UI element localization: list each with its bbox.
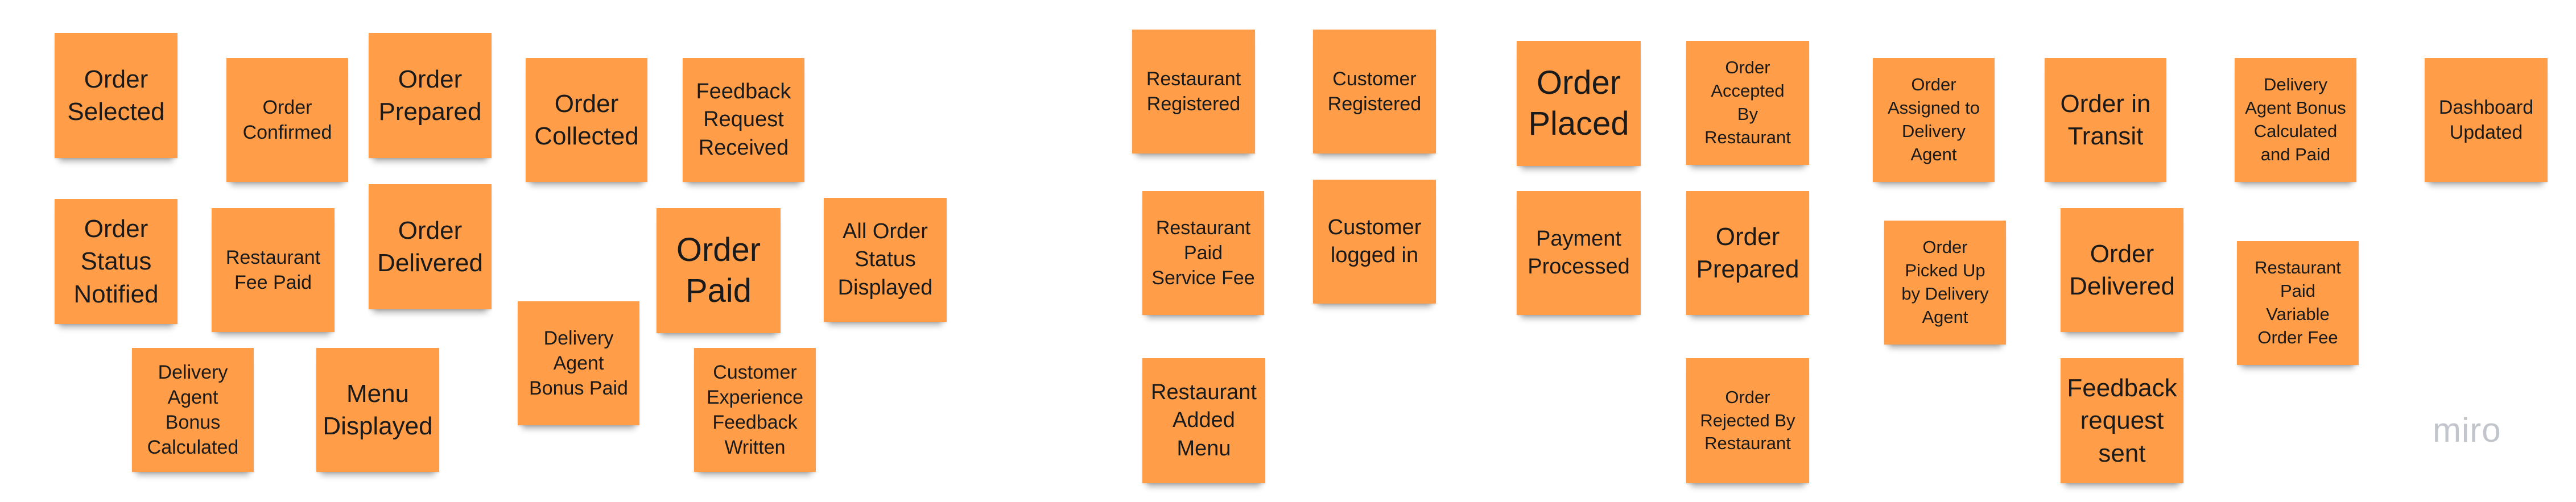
sticky-note-customer-registered[interactable]: Customer Registered xyxy=(1313,30,1436,153)
sticky-note-restaurant-fee-paid[interactable]: Restaurant Fee Paid xyxy=(212,208,335,332)
sticky-note-customer-experience-feedback-written[interactable]: Customer Experience Feedback Written xyxy=(694,348,816,472)
sticky-note-delivery-agent-bonus-calculated[interactable]: Delivery Agent Bonus Calculated xyxy=(132,348,254,472)
sticky-note-all-order-status-displayed[interactable]: All Order Status Displayed xyxy=(824,198,947,322)
sticky-note-restaurant-added-menu[interactable]: Restaurant Added Menu xyxy=(1142,358,1265,483)
sticky-note-feedback-request-sent[interactable]: Feedback request sent xyxy=(2061,358,2183,483)
sticky-note-order-picked-up-by-delivery-agent[interactable]: Order Picked Up by Delivery Agent xyxy=(1884,221,2006,345)
sticky-note-order-rejected-by-restaurant[interactable]: Order Rejected By Restaurant xyxy=(1686,358,1809,483)
sticky-note-order-assigned-to-delivery-agent[interactable]: Order Assigned to Delivery Agent xyxy=(1873,58,1995,182)
sticky-note-order-confirmed[interactable]: Order Confirmed xyxy=(226,58,348,182)
sticky-note-order-prepared[interactable]: Order Prepared xyxy=(369,33,492,158)
sticky-note-customer-logged-in[interactable]: Customer logged in xyxy=(1313,180,1436,304)
sticky-note-order-collected[interactable]: Order Collected xyxy=(526,58,647,182)
sticky-note-order-accepted-by-restaurant[interactable]: Order Accepted By Restaurant xyxy=(1686,41,1809,165)
sticky-note-menu-displayed[interactable]: Menu Displayed xyxy=(316,348,439,472)
sticky-note-dashboard-updated[interactable]: Dashboard Updated xyxy=(2425,58,2548,182)
sticky-note-order-in-transit[interactable]: Order in Transit xyxy=(2045,58,2166,182)
sticky-note-order-placed[interactable]: Order Placed xyxy=(1517,41,1641,166)
sticky-note-order-prepared-2[interactable]: Order Prepared xyxy=(1686,191,1809,315)
sticky-note-feedback-request-received[interactable]: Feedback Request Received xyxy=(683,58,804,182)
sticky-note-restaurant-paid-variable-order-fee[interactable]: Restaurant Paid Variable Order Fee xyxy=(2237,241,2359,365)
sticky-note-restaurant-registered[interactable]: Restaurant Registered xyxy=(1132,30,1255,153)
sticky-note-order-selected[interactable]: Order Selected xyxy=(55,33,177,158)
sticky-note-delivery-agent-bonus-calculated-and-paid[interactable]: Delivery Agent Bonus Calculated and Paid xyxy=(2235,58,2356,182)
sticky-note-order-paid[interactable]: Order Paid xyxy=(657,208,781,333)
sticky-note-delivery-agent-bonus-paid[interactable]: Delivery Agent Bonus Paid xyxy=(518,301,639,425)
sticky-note-payment-processed[interactable]: Payment Processed xyxy=(1517,191,1641,315)
sticky-note-restaurant-paid-service-fee[interactable]: Restaurant Paid Service Fee xyxy=(1142,191,1264,315)
miro-logo: miro xyxy=(2433,411,2501,449)
sticky-note-order-status-notified[interactable]: Order Status Notified xyxy=(55,199,177,324)
sticky-note-order-delivered[interactable]: Order Delivered xyxy=(369,184,492,309)
sticky-note-order-delivered-2[interactable]: Order Delivered xyxy=(2061,208,2183,332)
